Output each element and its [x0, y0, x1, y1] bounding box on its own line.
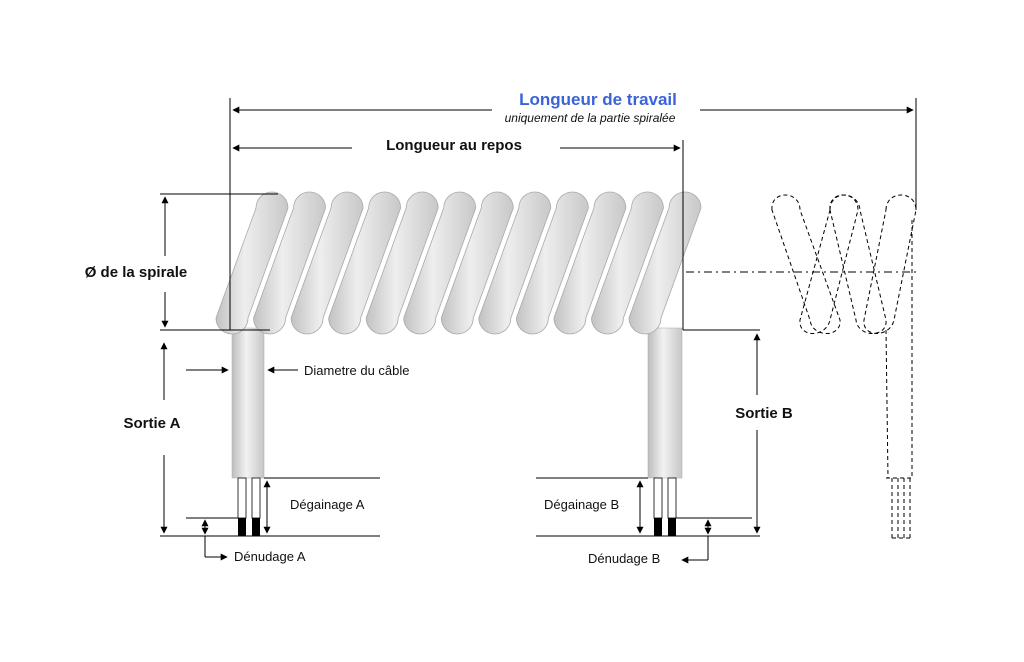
- coil-turn: [365, 191, 439, 335]
- coil-turn: [328, 191, 402, 335]
- diametre-spirale-label: Ø de la spirale: [85, 264, 188, 281]
- wire-ends-b: [653, 477, 677, 536]
- denudage-b-label: Dénudage B: [588, 551, 660, 566]
- denudage-a-label: Dénudage A: [234, 549, 306, 564]
- sortie-a-label: Sortie A: [124, 415, 181, 432]
- dimension-lines: [160, 98, 917, 564]
- coil-turn: [290, 191, 364, 335]
- wire-ends-a: [237, 477, 261, 536]
- extended-spring-outline: [771, 194, 917, 539]
- degainage-a-label: Dégainage A: [290, 497, 365, 512]
- degainage-b-label: Dégainage B: [544, 497, 619, 512]
- diametre-cable-label: Diametre du câble: [304, 363, 410, 378]
- coil-turn: [553, 191, 627, 335]
- coil-turn: [403, 191, 477, 335]
- sortie-b-label: Sortie B: [735, 405, 793, 422]
- sortie-a-cable: [231, 327, 265, 479]
- longueur-repos-label: Longueur au repos: [386, 137, 522, 154]
- coil-body: [215, 191, 702, 479]
- coil-turns: [215, 191, 702, 335]
- coil-turn: [591, 191, 664, 335]
- longueur-travail-title: Longueur de travail: [519, 90, 677, 109]
- sortie-b-cable: [647, 327, 683, 479]
- coil-turn: [440, 191, 514, 335]
- coil-turn: [515, 191, 589, 335]
- coil-turn: [478, 191, 552, 335]
- longueur-travail-subtitle: uniquement de la partie spiralée: [505, 111, 676, 125]
